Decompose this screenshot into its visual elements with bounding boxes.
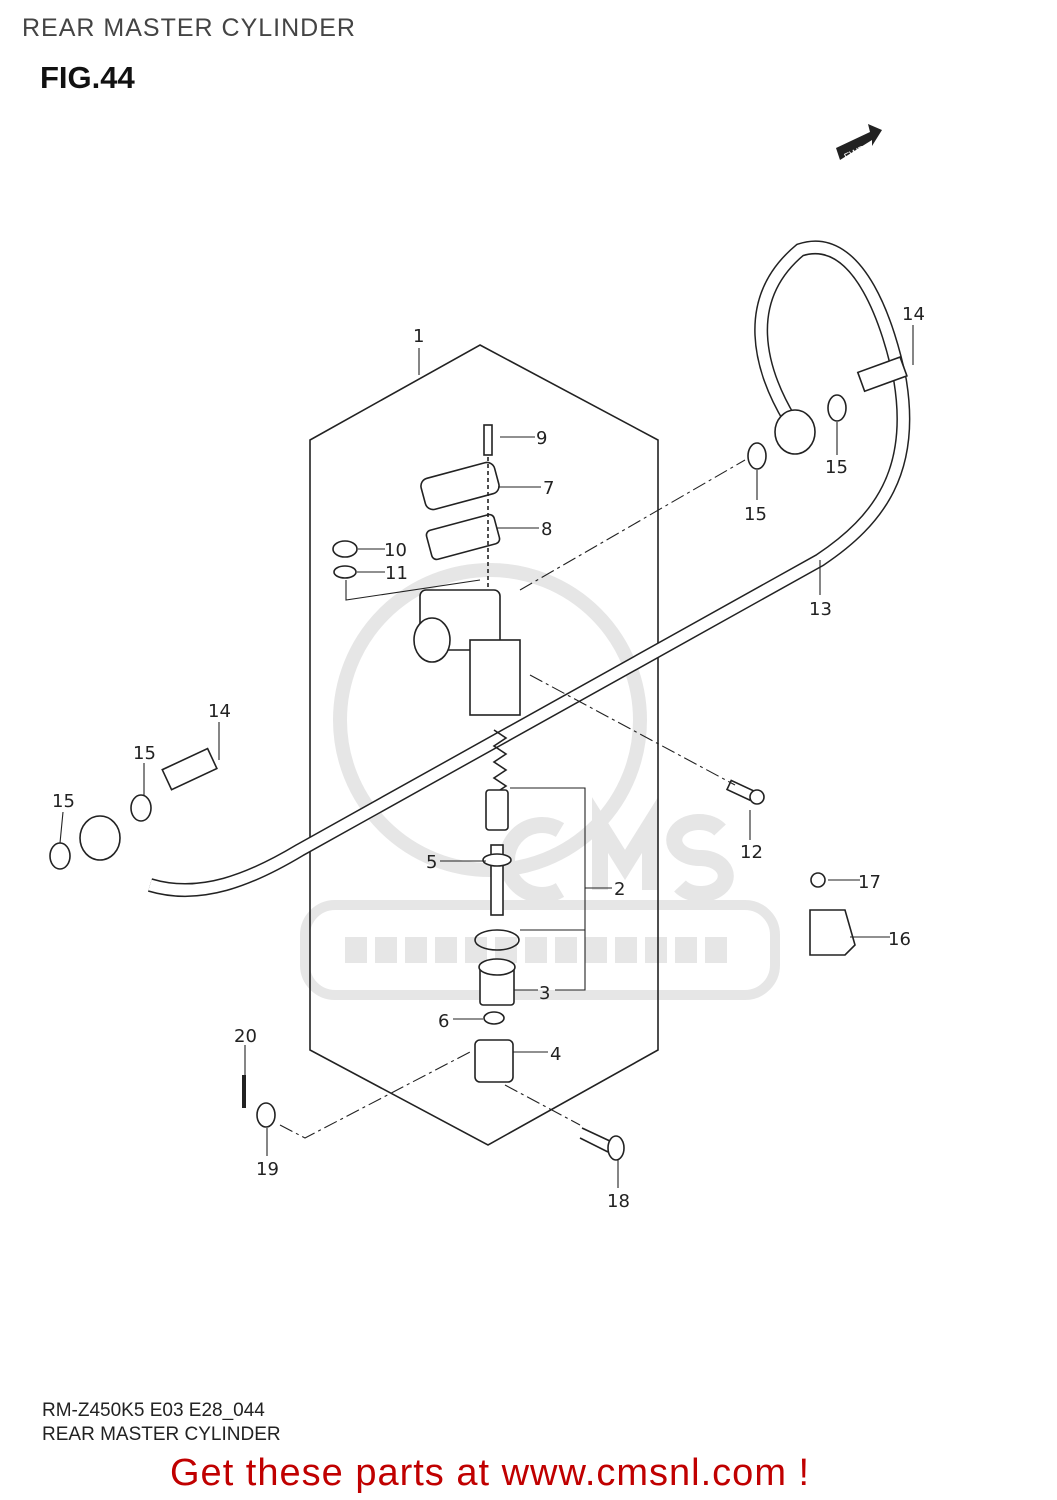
- callout: 19: [256, 1159, 279, 1180]
- callout: 14: [902, 304, 925, 325]
- callout: 3: [539, 983, 550, 1004]
- callout: 9: [536, 428, 547, 449]
- forward-arrow-icon: FWD: [836, 124, 882, 163]
- figure-number: FIG.44: [40, 60, 135, 95]
- callout: 14: [208, 701, 231, 722]
- banjo-fitting-upper: [774, 409, 816, 455]
- promo-link[interactable]: Get these parts at www.cmsnl.com !: [170, 1452, 811, 1494]
- callout: 16: [888, 929, 911, 950]
- callout: 15: [825, 457, 848, 478]
- callout: 11: [385, 563, 408, 584]
- banjo-fitting-lower: [79, 815, 121, 861]
- cms-watermark: [300, 563, 780, 1000]
- page-title: REAR MASTER CYLINDER: [22, 14, 356, 42]
- callout: 2: [614, 879, 625, 900]
- callout: 15: [133, 743, 156, 764]
- callout: 10: [384, 540, 407, 561]
- callout: 6: [438, 1011, 449, 1032]
- callout: 1: [413, 326, 424, 347]
- callout: 4: [550, 1044, 561, 1065]
- callout: 17: [858, 872, 881, 893]
- callout: 8: [541, 519, 552, 540]
- callout: 12: [740, 842, 763, 863]
- callout-labels: 1 9 7 8 10 11 14 15 15 13 14 15 15 12 5 …: [52, 304, 925, 1212]
- callout: 15: [744, 504, 767, 525]
- diagram-code: RM-Z450K5 E03 E28_044: [42, 1400, 265, 1421]
- leader-lines: [59, 325, 914, 1188]
- callout: 18: [607, 1191, 630, 1212]
- callout: 7: [543, 478, 554, 499]
- diagram-caption: REAR MASTER CYLINDER: [42, 1424, 281, 1445]
- callout: 15: [52, 791, 75, 812]
- callout: 13: [809, 599, 832, 620]
- assembly-outline: [309, 344, 659, 1146]
- callout: 20: [234, 1026, 257, 1047]
- callout: 5: [426, 852, 437, 873]
